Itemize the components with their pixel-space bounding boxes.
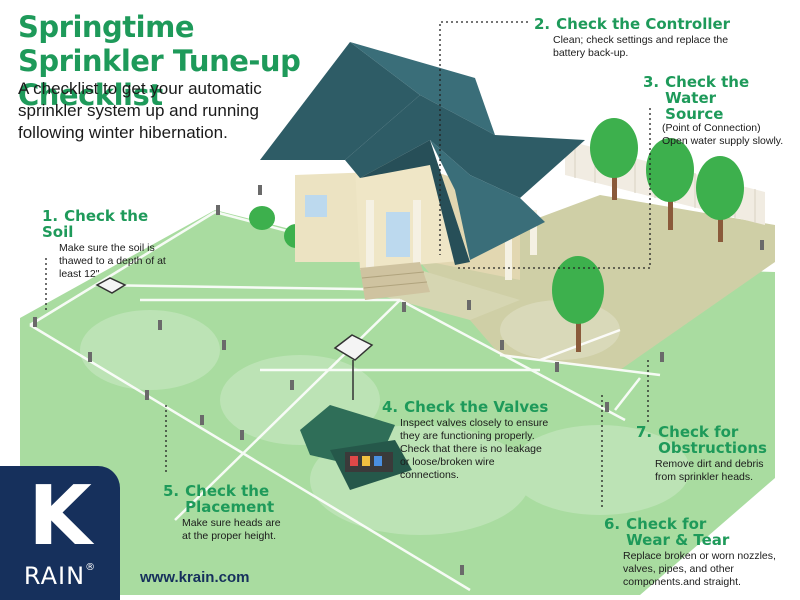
step-heading: 2. Check the Controller	[534, 16, 774, 32]
leader-lines	[45, 21, 651, 508]
step-heading: 7. Check for Obstructions	[636, 424, 796, 456]
step-heading: 1.Check the Soil	[42, 208, 182, 240]
step-text: Make sure the soil is thawed to a depth …	[59, 242, 166, 280]
step-title: Check for Obstructions	[658, 423, 767, 457]
step-title: Check the Controller	[556, 15, 731, 33]
step-title: Check the Water Source	[665, 73, 750, 123]
step-title: Check the Placement	[185, 482, 275, 516]
registered-mark: ®	[85, 562, 97, 573]
website-link[interactable]: www.krain.com	[140, 569, 250, 586]
step-obstructions: 7. Check for Obstructions Remove dirt and…	[636, 424, 796, 484]
page-title: Springtime Sprinkler Tune-up Checklist	[18, 10, 301, 112]
controller-pad	[95, 277, 374, 400]
logo-word: RAIN	[23, 562, 86, 590]
step-number: 3.	[643, 73, 660, 91]
step-heading: 6. Check for Wear & Tear	[604, 516, 794, 548]
step-heading: 4. Check the Valves	[382, 399, 572, 415]
step-wear-tear: 6. Check for Wear & Tear Replace broken o…	[604, 516, 794, 589]
step-valves: 4. Check the Valves Inspect valves closel…	[382, 399, 572, 482]
step-placement: 5. Check the Placement Make sure heads ar…	[163, 483, 303, 543]
step-number: 7.	[636, 423, 653, 441]
step-text: Replace broken or worn nozzles, valves, …	[623, 550, 776, 588]
step-text: Remove dirt and debris from sprinkler he…	[655, 458, 764, 483]
step-text: Inspect valves closely to ensure they ar…	[400, 417, 549, 481]
step-water-source: 3. Check the Water Source (Point of Conne…	[643, 74, 793, 148]
logo-letter: K	[28, 469, 92, 564]
step-number: 6.	[604, 515, 621, 533]
step-text: Open water supply slowly.	[662, 135, 784, 147]
logo-wordmark: RAIN®	[0, 562, 120, 590]
step-title: Check for Wear & Tear	[626, 515, 730, 549]
step-soil: 1.Check the Soil Make sure the soil is t…	[42, 208, 182, 281]
step-text: Clean; check settings and replace the ba…	[553, 34, 729, 59]
step-title: Check the Soil	[42, 207, 149, 241]
step-number: 2.	[534, 15, 551, 33]
step-text: Make sure heads are at the proper height…	[182, 517, 281, 542]
step-controller: 2. Check the Controller Clean; check sett…	[534, 16, 774, 60]
k-rain-logo[interactable]: K RAIN®	[0, 466, 120, 600]
roof	[260, 42, 420, 160]
valve-box	[300, 405, 412, 490]
house	[260, 42, 585, 300]
step-subtext: (Point of Connection)	[662, 122, 761, 134]
step-heading: 5. Check the Placement	[163, 483, 303, 515]
step-heading: 3. Check the Water Source	[643, 74, 793, 122]
step-number: 5.	[163, 482, 180, 500]
step-title: Check the Valves	[404, 398, 549, 416]
sprinkler-heads	[33, 185, 764, 575]
step-number: 4.	[382, 398, 399, 416]
step-number: 1.	[42, 207, 59, 225]
page-subtitle: A checklist to get your automatic sprink…	[18, 79, 262, 142]
trees	[552, 118, 744, 352]
